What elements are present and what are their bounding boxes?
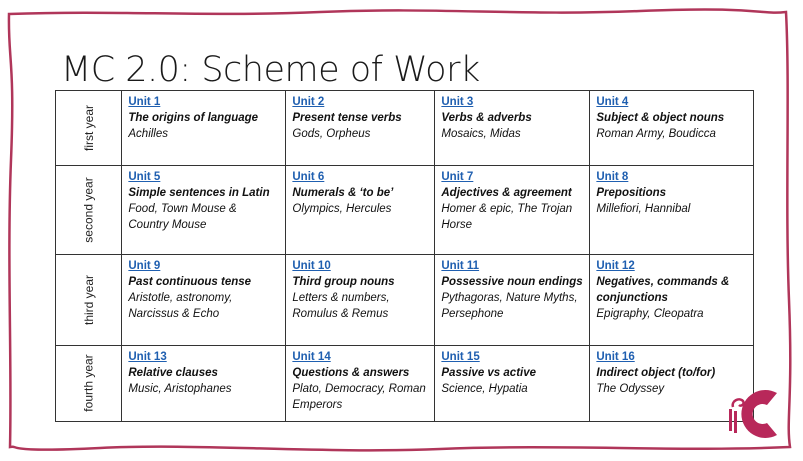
scheme-table: first year Unit 1 The origins of languag… (54, 90, 755, 422)
unit-theme: Music, Aristophanes (128, 383, 232, 395)
unit-link[interactable]: Unit 9 (128, 260, 161, 272)
unit-topic: Prepositions (596, 187, 667, 199)
unit-cell: Unit 14 Questions & answers Plato, Democ… (285, 345, 436, 422)
year-label: fourth year (81, 354, 96, 412)
unit-theme: Achilles (128, 128, 169, 140)
unit-cell: Unit 11 Possessive noun endings Pythagor… (434, 254, 591, 346)
unit-topic: Present tense verbs (292, 112, 402, 124)
year-label: first year (81, 104, 96, 151)
unit-link[interactable]: Unit 16 (596, 351, 635, 363)
unit-link[interactable]: Unit 10 (292, 260, 331, 272)
unit-theme: Pythagoras, Nature Myths, Persephone (441, 292, 578, 320)
unit-theme: The Odyssey (596, 383, 665, 395)
unit-topic: Negatives, commands & conjunctions (596, 276, 730, 304)
unit-theme: Mosaics, Midas (441, 128, 521, 140)
year-label: third year (81, 274, 96, 325)
unit-theme: Millefiori, Hannibal (596, 203, 691, 215)
unit-theme: Homer & epic, The Trojan Horse (441, 203, 573, 231)
year-label-cell: first year (54, 90, 123, 166)
unit-topic: Questions & answers (292, 367, 410, 379)
unit-topic: Past continuous tense (128, 276, 252, 288)
unit-topic: Possessive noun endings (441, 276, 583, 288)
year-label-cell: second year (54, 165, 123, 255)
unit-link[interactable]: Unit 2 (292, 96, 325, 108)
unit-topic: Relative clauses (128, 367, 218, 379)
unit-link[interactable]: Unit 5 (128, 171, 161, 183)
unit-theme: Letters & numbers, Romulus & Remus (292, 292, 390, 320)
unit-topic: Adjectives & agreement (441, 187, 572, 199)
unit-link[interactable]: Unit 13 (128, 351, 167, 363)
unit-cell: Unit 9 Past continuous tense Aristotle, … (121, 254, 287, 346)
unit-theme: Olympics, Hercules (292, 203, 392, 215)
unit-topic: Subject & object nouns (596, 112, 725, 124)
unit-link[interactable]: Unit 14 (292, 351, 331, 363)
unit-topic: Third group nouns (292, 276, 395, 288)
unit-cell: Unit 16 Indirect object (to/for) The Ody… (589, 345, 755, 422)
year-label-cell: fourth year (54, 345, 123, 422)
unit-link[interactable]: Unit 1 (128, 96, 161, 108)
unit-theme: Roman Army, Boudicca (596, 128, 716, 140)
unit-theme: Aristotle, astronomy, Narcissus & Echo (128, 292, 233, 320)
table-row: fourth year Unit 13 Relative clauses Mus… (54, 345, 755, 422)
unit-cell: Unit 8 Prepositions Millefiori, Hannibal (589, 165, 755, 255)
unit-link[interactable]: Unit 7 (441, 171, 474, 183)
page-title: MC 2.0: Scheme of Work (61, 50, 480, 90)
unit-link[interactable]: Unit 15 (441, 351, 480, 363)
unit-cell: Unit 13 Relative clauses Music, Aristoph… (121, 345, 287, 422)
unit-cell: Unit 3 Verbs & adverbs Mosaics, Midas (434, 90, 591, 166)
unit-link[interactable]: Unit 4 (596, 96, 629, 108)
unit-topic: The origins of language (128, 112, 259, 124)
unit-link[interactable]: Unit 11 (441, 260, 480, 272)
unit-link[interactable]: Unit 6 (292, 171, 325, 183)
unit-cell: Unit 6 Numerals & ‘to be’ Olympics, Herc… (285, 165, 436, 255)
unit-topic: Indirect object (to/for) (596, 367, 716, 379)
unit-theme: Plato, Democracy, Roman Emperors (292, 383, 426, 411)
unit-theme: Epigraphy, Cleopatra (596, 308, 704, 320)
unit-cell: Unit 1 The origins of language Achilles (121, 90, 287, 166)
table-row: second year Unit 5 Simple sentences in L… (54, 165, 755, 255)
unit-link[interactable]: Unit 3 (441, 96, 474, 108)
unit-topic: Simple sentences in Latin (128, 187, 270, 199)
unit-cell: Unit 15 Passive vs active Science, Hypat… (434, 345, 591, 422)
unit-topic: Numerals & ‘to be’ (292, 187, 394, 199)
table-row: third year Unit 9 Past continuous tense … (54, 254, 755, 346)
unit-cell: Unit 10 Third group nouns Letters & numb… (285, 254, 436, 346)
unit-cell: Unit 2 Present tense verbs Gods, Orpheus (285, 90, 436, 166)
unit-cell: Unit 7 Adjectives & agreement Homer & ep… (434, 165, 591, 255)
unit-link[interactable]: Unit 12 (596, 260, 635, 272)
unit-link[interactable]: Unit 8 (596, 171, 629, 183)
year-label: second year (81, 176, 96, 243)
unit-topic: Verbs & adverbs (441, 112, 532, 124)
unit-cell: Unit 12 Negatives, commands & conjunctio… (589, 254, 755, 346)
unit-topic: Passive vs active (441, 367, 537, 379)
logo-icon (729, 390, 777, 438)
unit-theme: Food, Town Mouse & Country Mouse (128, 203, 237, 231)
year-label-cell: third year (54, 254, 123, 346)
unit-theme: Gods, Orpheus (292, 128, 371, 140)
unit-cell: Unit 5 Simple sentences in Latin Food, T… (121, 165, 287, 255)
unit-theme: Science, Hypatia (441, 383, 528, 395)
table-row: first year Unit 1 The origins of languag… (54, 90, 755, 166)
unit-cell: Unit 4 Subject & object nouns Roman Army… (589, 90, 755, 166)
